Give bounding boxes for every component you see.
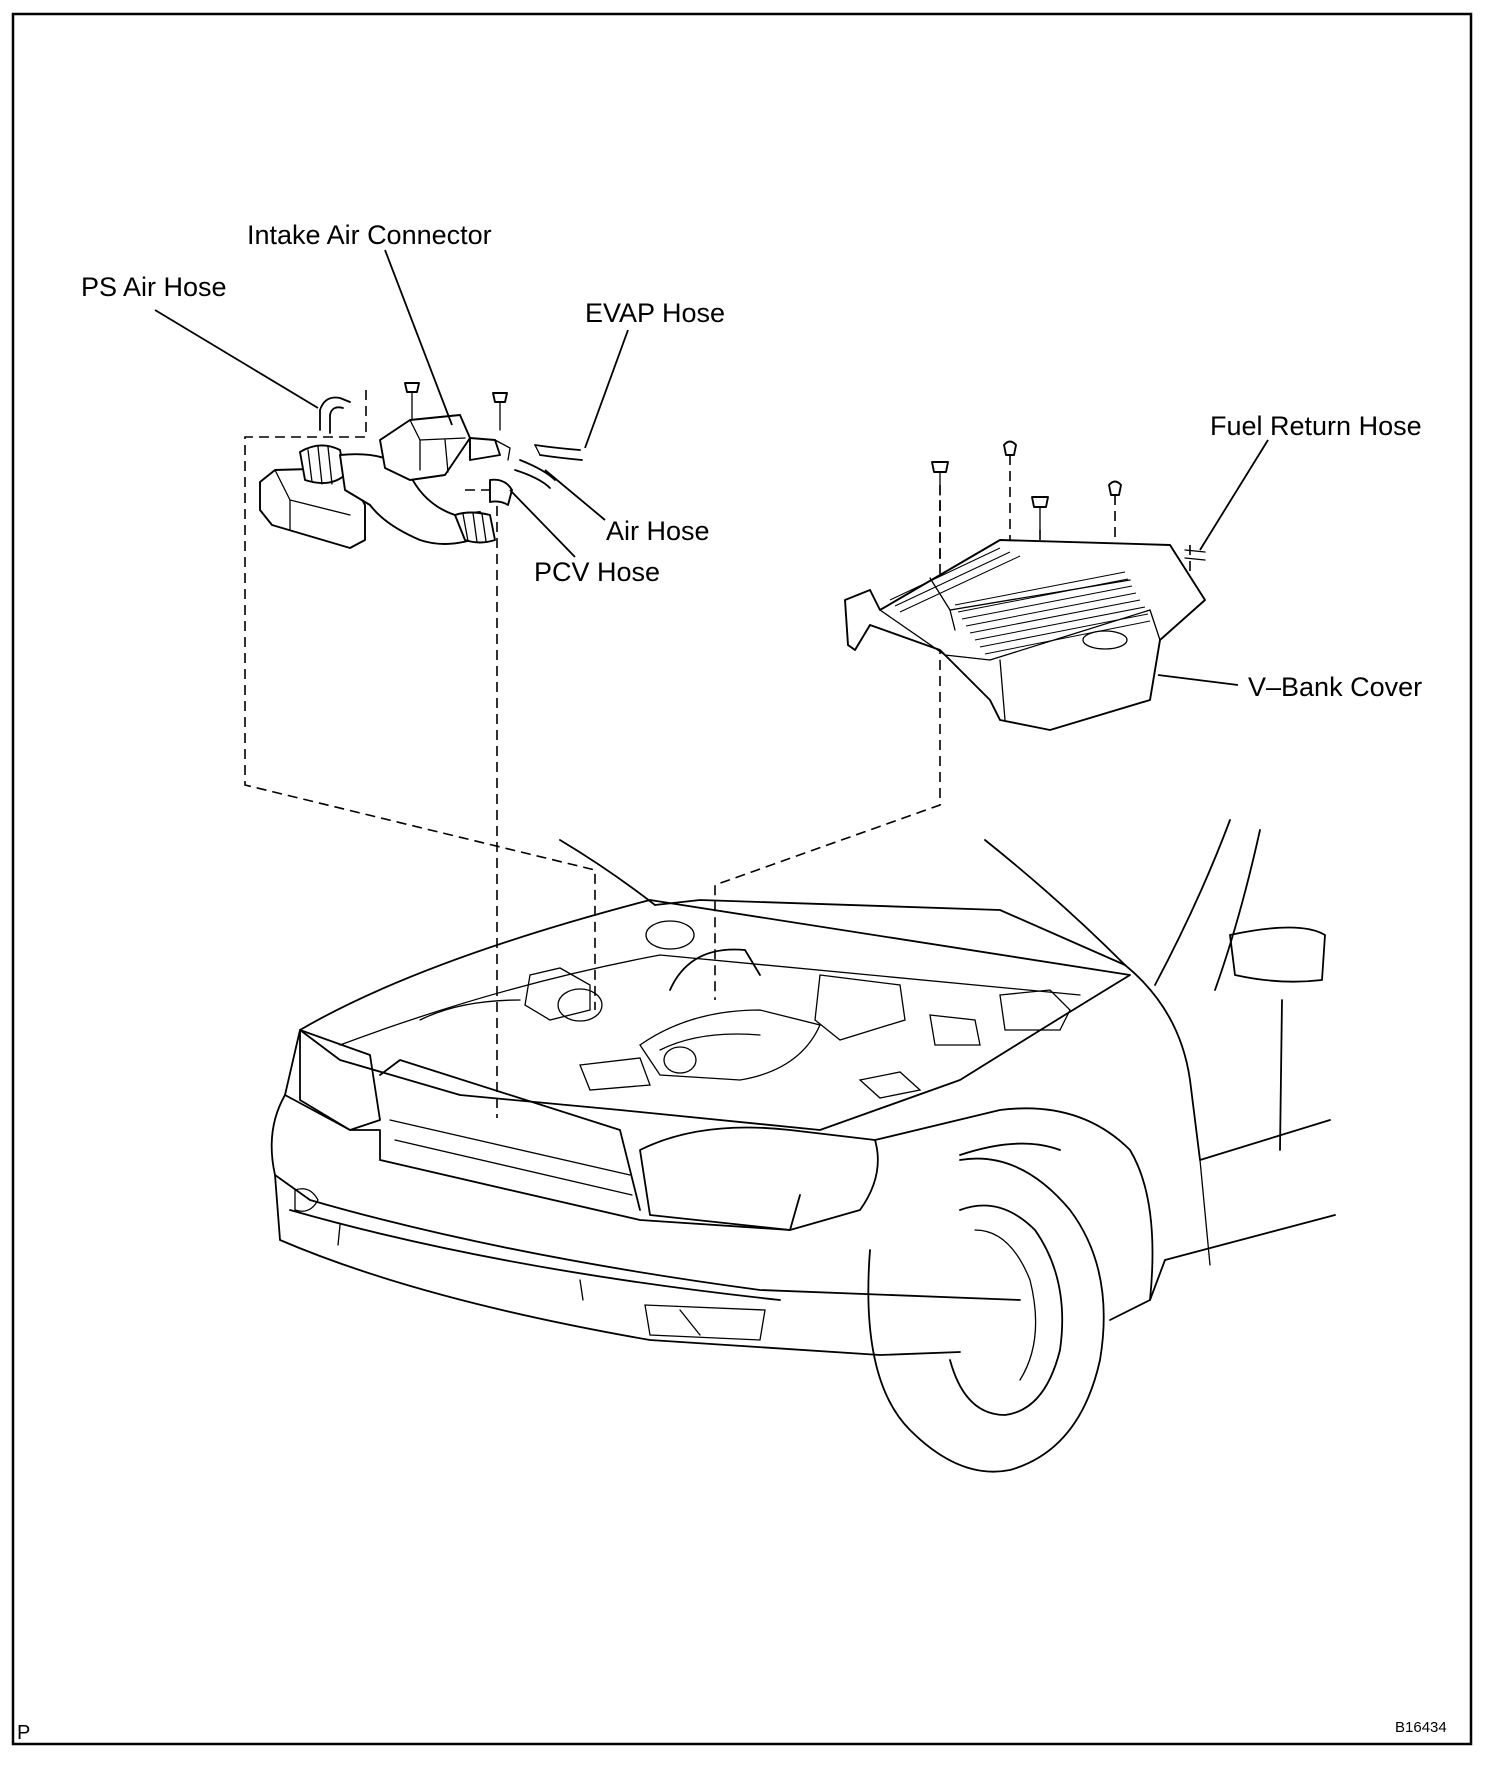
corner-mark: P [17, 1722, 30, 1744]
label-fuel-return-hose: Fuel Return Hose [1210, 411, 1422, 441]
label-v-bank-cover: V–Bank Cover [1248, 672, 1422, 702]
label-intake-air-connector: Intake Air Connector [247, 220, 492, 250]
v-bank-cover [844, 440, 1206, 731]
intake-air-connector-assembly [259, 382, 583, 549]
label-ps-air-hose: PS Air Hose [81, 272, 227, 302]
label-evap-hose: EVAP Hose [585, 298, 725, 328]
leader-lines [154, 249, 1269, 686]
v-bank-cover-ribs [889, 547, 1151, 655]
label-air-hose: Air Hose [606, 516, 710, 546]
label-pcv-hose: PCV Hose [534, 557, 660, 587]
page-frame [11, 12, 1473, 1746]
figure-code: B16434 [1395, 1719, 1447, 1736]
vehicle-drawing [270, 819, 1336, 1473]
